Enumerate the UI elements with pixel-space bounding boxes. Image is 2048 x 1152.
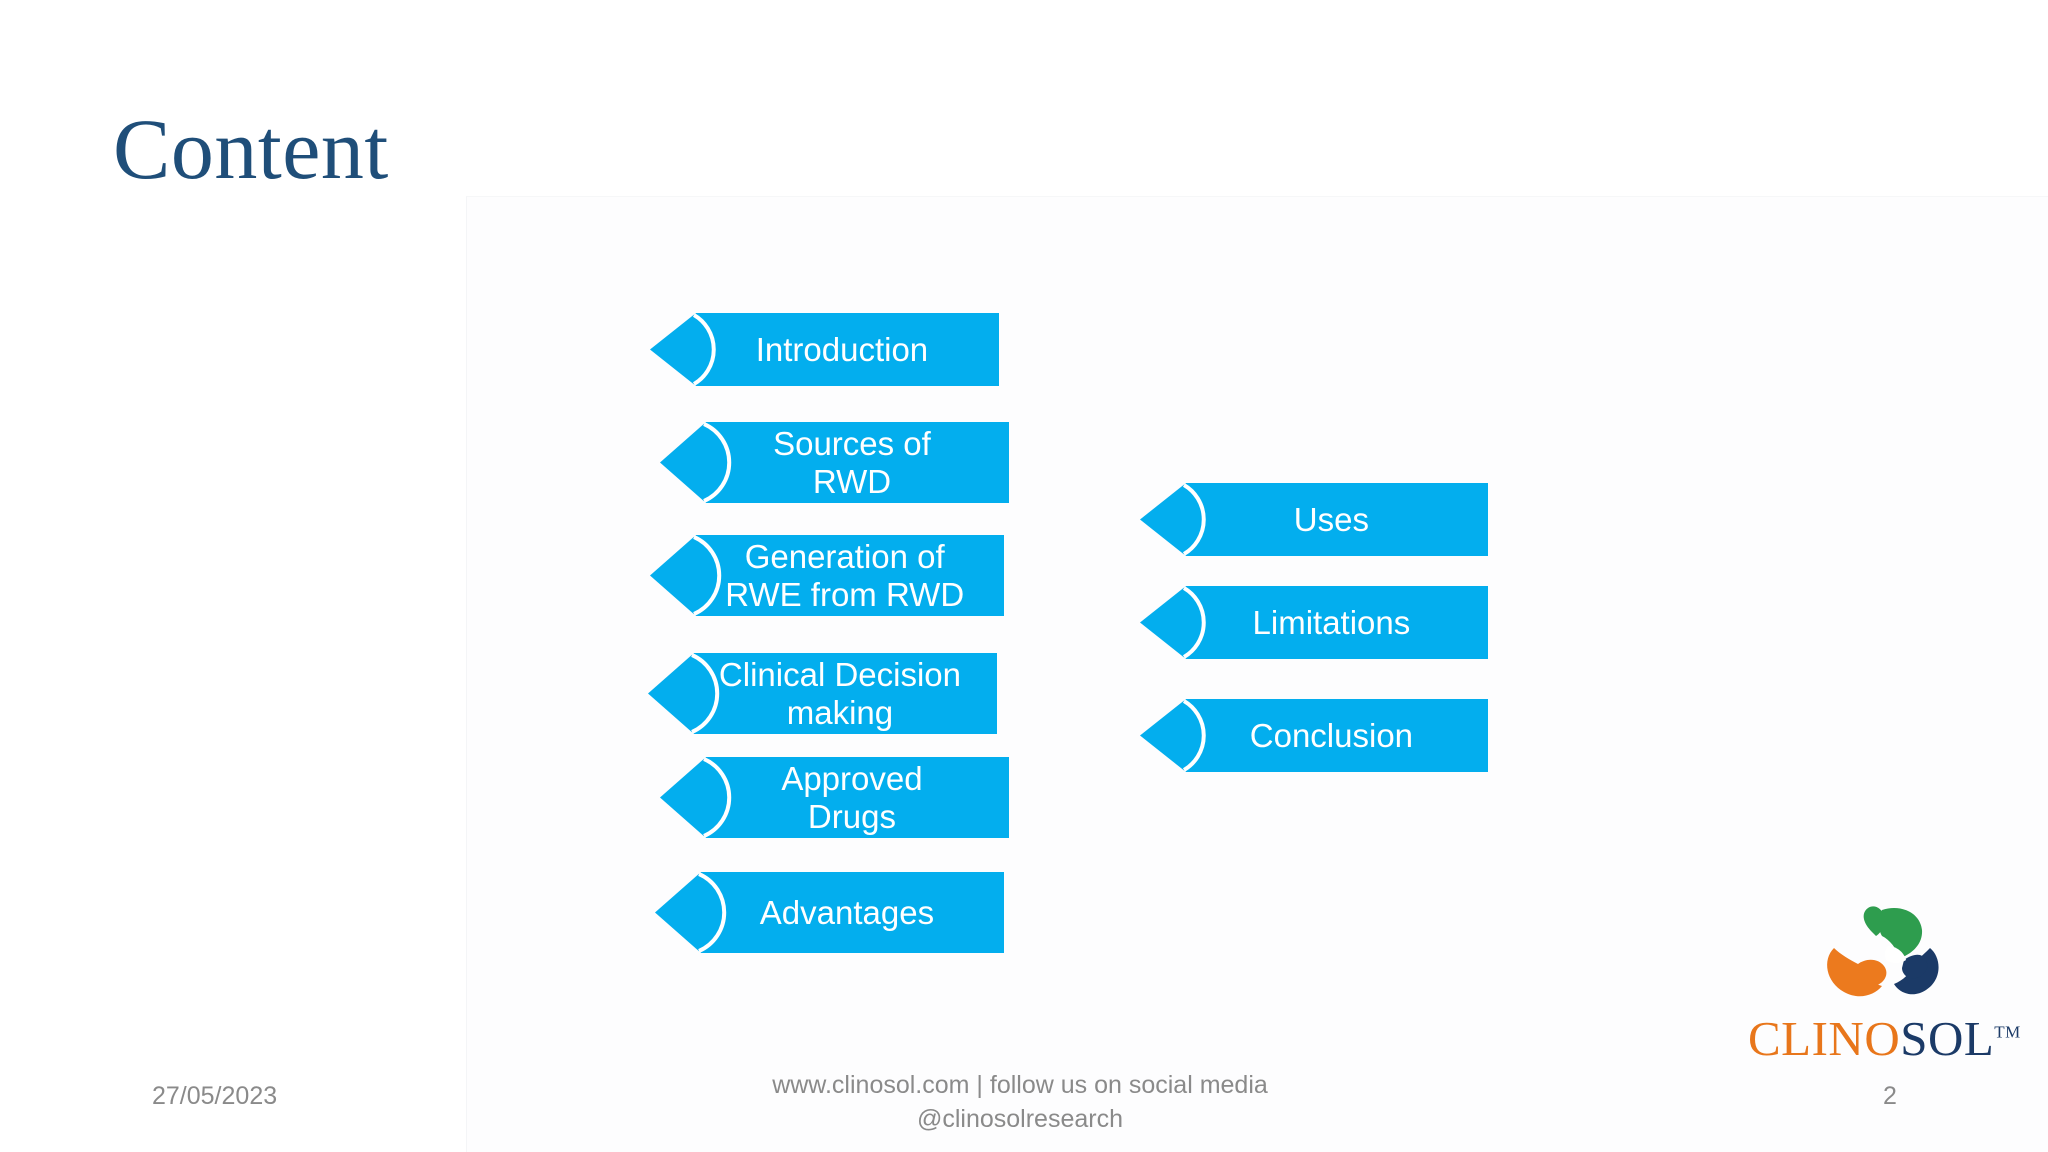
chevron-shape-icon [655, 872, 1004, 953]
content-item-advantages[interactable]: Advantages [655, 872, 1004, 953]
wordmark-part-one: CLINO [1748, 1011, 1901, 1066]
chevron-shape-icon [1140, 699, 1488, 772]
footer-credit-line-2: @clinosolresearch [916, 1104, 1124, 1133]
content-item-conclusion[interactable]: Conclusion [1140, 699, 1488, 772]
chevron-shape-icon [660, 757, 1009, 838]
content-item-clinical-decision-making[interactable]: Clinical Decision making [648, 653, 997, 734]
page-number: 2 [1883, 1082, 1897, 1110]
content-item-introduction[interactable]: Introduction [650, 313, 999, 386]
content-item-limitations[interactable]: Limitations [1140, 586, 1488, 659]
content-item-uses[interactable]: Uses [1140, 483, 1488, 556]
wordmark-part-two: SOL [1900, 1011, 1995, 1066]
chevron-shape-icon [660, 422, 1009, 503]
chevron-shape-icon [1140, 483, 1488, 556]
page-title: Content [113, 101, 389, 197]
clinosol-hands-icon [1812, 902, 1952, 1014]
chevron-shape-icon [1140, 586, 1488, 659]
content-item-sources-of-rwd[interactable]: Sources of RWD [660, 422, 1009, 503]
chevron-shape-icon [650, 535, 1004, 616]
chevron-shape-icon [648, 653, 997, 734]
footer-credit-line-1: www.clinosol.com | follow us on social m… [772, 1071, 1268, 1099]
content-item-approved-drugs[interactable]: Approved Drugs [660, 757, 1009, 838]
clinosol-wordmark: CLINOSOLTM [1748, 1010, 2020, 1067]
content-item-generation-of-rwe-from-rwd[interactable]: Generation of RWE from RWD [650, 535, 1004, 616]
footer-credit: www.clinosol.com | follow us on social m… [690, 1069, 1350, 1137]
clinosol-logo: CLINOSOLTM [1748, 902, 2020, 1067]
trademark-symbol: TM [1994, 1022, 2021, 1042]
chevron-shape-icon [650, 313, 999, 386]
footer-date: 27/05/2023 [152, 1082, 278, 1110]
